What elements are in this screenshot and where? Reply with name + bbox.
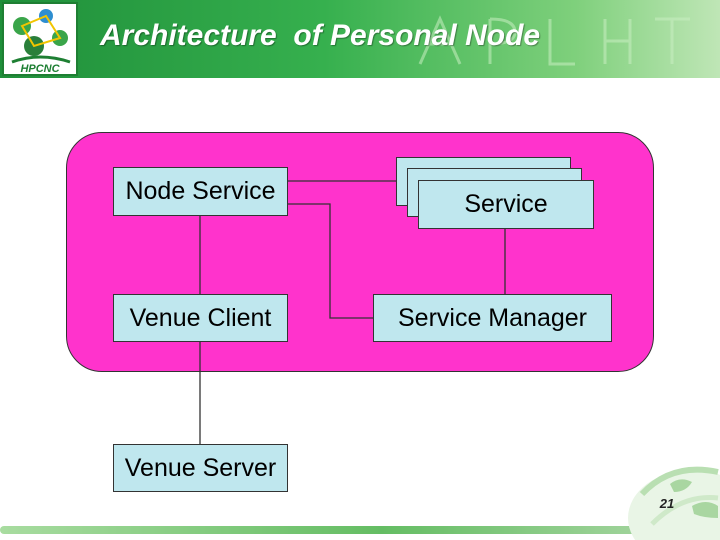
page-number: 21 (659, 496, 675, 511)
title-banner: HPCNC Architecture of Personal Node (0, 0, 720, 78)
venue-client-box: Venue Client (113, 294, 288, 342)
node-service-box: Node Service (113, 167, 288, 216)
service-manager-box: Service Manager (373, 294, 612, 342)
footer-bar (0, 526, 636, 534)
hpcnc-logo-graphic: HPCNC (11, 9, 71, 75)
hpcnc-logo-icon: HPCNC (2, 2, 78, 76)
logo-text: HPCNC (20, 63, 60, 74)
header-watermark (418, 15, 690, 66)
slide-title: Architecture of Personal Node (100, 19, 541, 52)
service-box: Service (418, 180, 594, 229)
globe-icon (628, 466, 720, 540)
venue-server-box: Venue Server (113, 444, 288, 492)
